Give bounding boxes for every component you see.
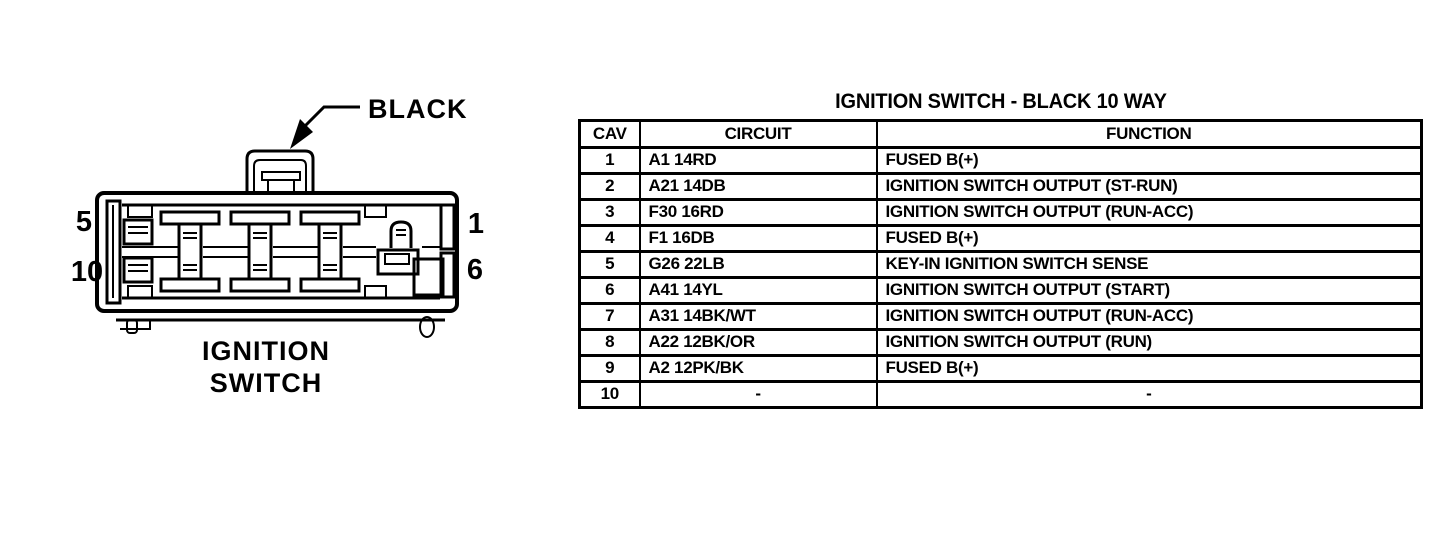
function-cell: IGNITION SWITCH OUTPUT (RUN): [875, 328, 1423, 357]
table-row: 10 - -: [578, 380, 1423, 409]
function-cell: IGNITION SWITCH OUTPUT (START): [875, 276, 1423, 305]
pin-label-top-right: 1: [468, 208, 484, 240]
connector-inner-walls: [105, 199, 456, 305]
table-row: 4 F1 16DB FUSED B(+): [578, 224, 1423, 253]
circuit-cell: F30 16RD: [638, 198, 878, 227]
circuit-cell: A21 14DB: [638, 172, 878, 201]
pinout-table: CAV CIRCUIT FUNCTION 1 A1 14RD FUSED B(+…: [578, 119, 1423, 409]
lock-tab-icon: [245, 149, 315, 194]
column-header-cav: CAV: [578, 119, 641, 149]
function-cell: IGNITION SWITCH OUTPUT (ST-RUN): [875, 172, 1423, 201]
cav-cell: 5: [578, 250, 641, 279]
table-row: 1 A1 14RD FUSED B(+): [578, 146, 1423, 175]
cav-cell: 3: [578, 198, 641, 227]
connector-caption-line2: SWITCH: [210, 368, 322, 398]
leader-arrow: [290, 105, 360, 149]
connector-diagram: BLACK: [50, 80, 510, 420]
connector-base: [116, 309, 445, 338]
table-header-row: CAV CIRCUIT FUNCTION: [578, 119, 1423, 149]
connector-color-label: BLACK: [368, 94, 468, 124]
circuit-cell: F1 16DB: [638, 224, 878, 253]
table-title: IGNITION SWITCH - BLACK 10 WAY: [835, 90, 1167, 113]
circuit-cell: -: [638, 380, 878, 409]
cav-cell: 6: [578, 276, 641, 305]
circuit-cell: A2 12PK/BK: [638, 354, 878, 383]
column-header-circuit: CIRCUIT: [638, 119, 878, 149]
circuit-cell: A1 14RD: [638, 146, 878, 175]
circuit-cell: G26 22LB: [638, 250, 878, 279]
cav-cell: 2: [578, 172, 641, 201]
function-cell: -: [875, 380, 1423, 409]
table-row: 6 A41 14YL IGNITION SWITCH OUTPUT (START…: [578, 276, 1423, 305]
circuit-cell: A22 12BK/OR: [638, 328, 878, 357]
pinout-table-block: IGNITION SWITCH - BLACK 10 WAY CAV CIRCU…: [578, 90, 1424, 409]
cav-cell: 9: [578, 354, 641, 383]
function-cell: FUSED B(+): [875, 354, 1423, 383]
pin-label-bottom-left: 10: [71, 256, 103, 288]
pin-label-bottom-right: 6: [467, 254, 483, 286]
table-row: 3 F30 16RD IGNITION SWITCH OUTPUT (RUN-A…: [578, 198, 1423, 227]
column-header-function: FUNCTION: [875, 119, 1423, 149]
function-cell: IGNITION SWITCH OUTPUT (RUN-ACC): [875, 198, 1423, 227]
terminal-cavities: [122, 205, 445, 298]
function-cell: KEY-IN IGNITION SWITCH SENSE: [875, 250, 1423, 279]
table-row: 5 G26 22LB KEY-IN IGNITION SWITCH SENSE: [578, 250, 1423, 279]
circuit-cell: A31 14BK/WT: [638, 302, 878, 331]
table-row: 2 A21 14DB IGNITION SWITCH OUTPUT (ST-RU…: [578, 172, 1423, 201]
pin-label-top-left: 5: [76, 206, 92, 238]
connector-caption-line1: IGNITION: [202, 336, 330, 366]
function-cell: FUSED B(+): [875, 146, 1423, 175]
cav-cell: 7: [578, 302, 641, 331]
table-row: 7 A31 14BK/WT IGNITION SWITCH OUTPUT (RU…: [578, 302, 1423, 331]
cav-cell: 1: [578, 146, 641, 175]
function-cell: IGNITION SWITCH OUTPUT (RUN-ACC): [875, 302, 1423, 331]
table-row: 9 A2 12PK/BK FUSED B(+): [578, 354, 1423, 383]
cav-cell: 10: [578, 380, 641, 409]
function-cell: FUSED B(+): [875, 224, 1423, 253]
cav-cell: 8: [578, 328, 641, 357]
circuit-cell: A41 14YL: [638, 276, 878, 305]
table-row: 8 A22 12BK/OR IGNITION SWITCH OUTPUT (RU…: [578, 328, 1423, 357]
cav-cell: 4: [578, 224, 641, 253]
